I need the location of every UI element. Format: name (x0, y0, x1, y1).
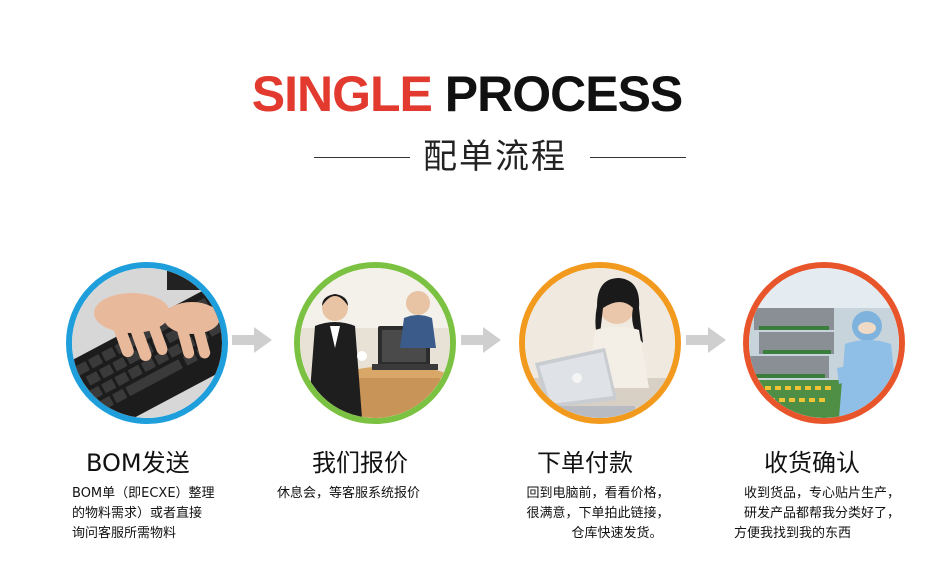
keyboard-illustration (72, 268, 222, 418)
meeting-illustration (300, 268, 450, 418)
laptop-illustration (525, 268, 675, 418)
step-3-desc: 回到电脑前，看看价格， 很满意，下单拍此链接， 仓库快速发货。 (510, 484, 686, 544)
step-1-desc: BOM单（即ECXE）整理 的物料需求）或者直接 询问客服所需物料 (72, 484, 215, 544)
step-1-title: BOM发送 (86, 449, 190, 477)
arrow-right-icon (686, 327, 726, 353)
step-2-desc: 休息会，等客服系统报价 (277, 484, 420, 504)
arrow-right-icon (461, 327, 501, 353)
smt-factory-photo (743, 262, 905, 424)
step-receive-confirm (743, 262, 913, 432)
step-bom-send (66, 262, 236, 432)
step-1-desc-line: 的物料需求）或者直接 (72, 506, 203, 521)
step-4-desc: 收到货品，专心贴片生产， 研发产品都帮我分类好了， 方便我找到我的东西 (732, 484, 912, 544)
step-3-desc-line: 仓库快速发货。 (571, 526, 663, 541)
step-1-desc-line: 询问客服所需物料 (72, 526, 177, 541)
title-process: PROCESS (444, 66, 684, 122)
step-4-desc-line: 收到货品，专心贴片生产， (743, 486, 900, 501)
woman-laptop-photo (519, 262, 681, 424)
step-order-pay (519, 262, 689, 432)
step-quote (294, 262, 464, 432)
step-2-desc-line: 休息会，等客服系统报价 (277, 486, 421, 501)
business-meeting-photo (294, 262, 456, 424)
page-subtitle: 配单流程 (423, 137, 567, 177)
arrow-right-icon (232, 327, 272, 353)
keyboard-typing-photo (66, 262, 228, 424)
step-1-desc-line: BOM单（即ECXE）整理 (72, 486, 215, 501)
step-3-title: 下单付款 (537, 449, 633, 477)
title-single: SINGLE (251, 66, 433, 122)
page-title: SINGLE PROCESS (0, 64, 934, 124)
step-2-title: 我们报价 (312, 449, 408, 477)
subtitle-left-divider (314, 157, 410, 158)
factory-illustration (749, 268, 899, 418)
subtitle-right-divider (590, 157, 686, 158)
step-3-desc-line: 很满意，下单拍此链接， (526, 506, 670, 521)
step-3-desc-line: 回到电脑前，看看价格， (526, 486, 670, 501)
step-4-desc-line: 研发产品都帮我分类好了， (743, 506, 900, 521)
step-4-title: 收货确认 (764, 449, 860, 477)
subtitle-row: 配单流程 (0, 134, 934, 180)
step-4-desc-line: 方便我找到我的东西 (734, 526, 852, 541)
